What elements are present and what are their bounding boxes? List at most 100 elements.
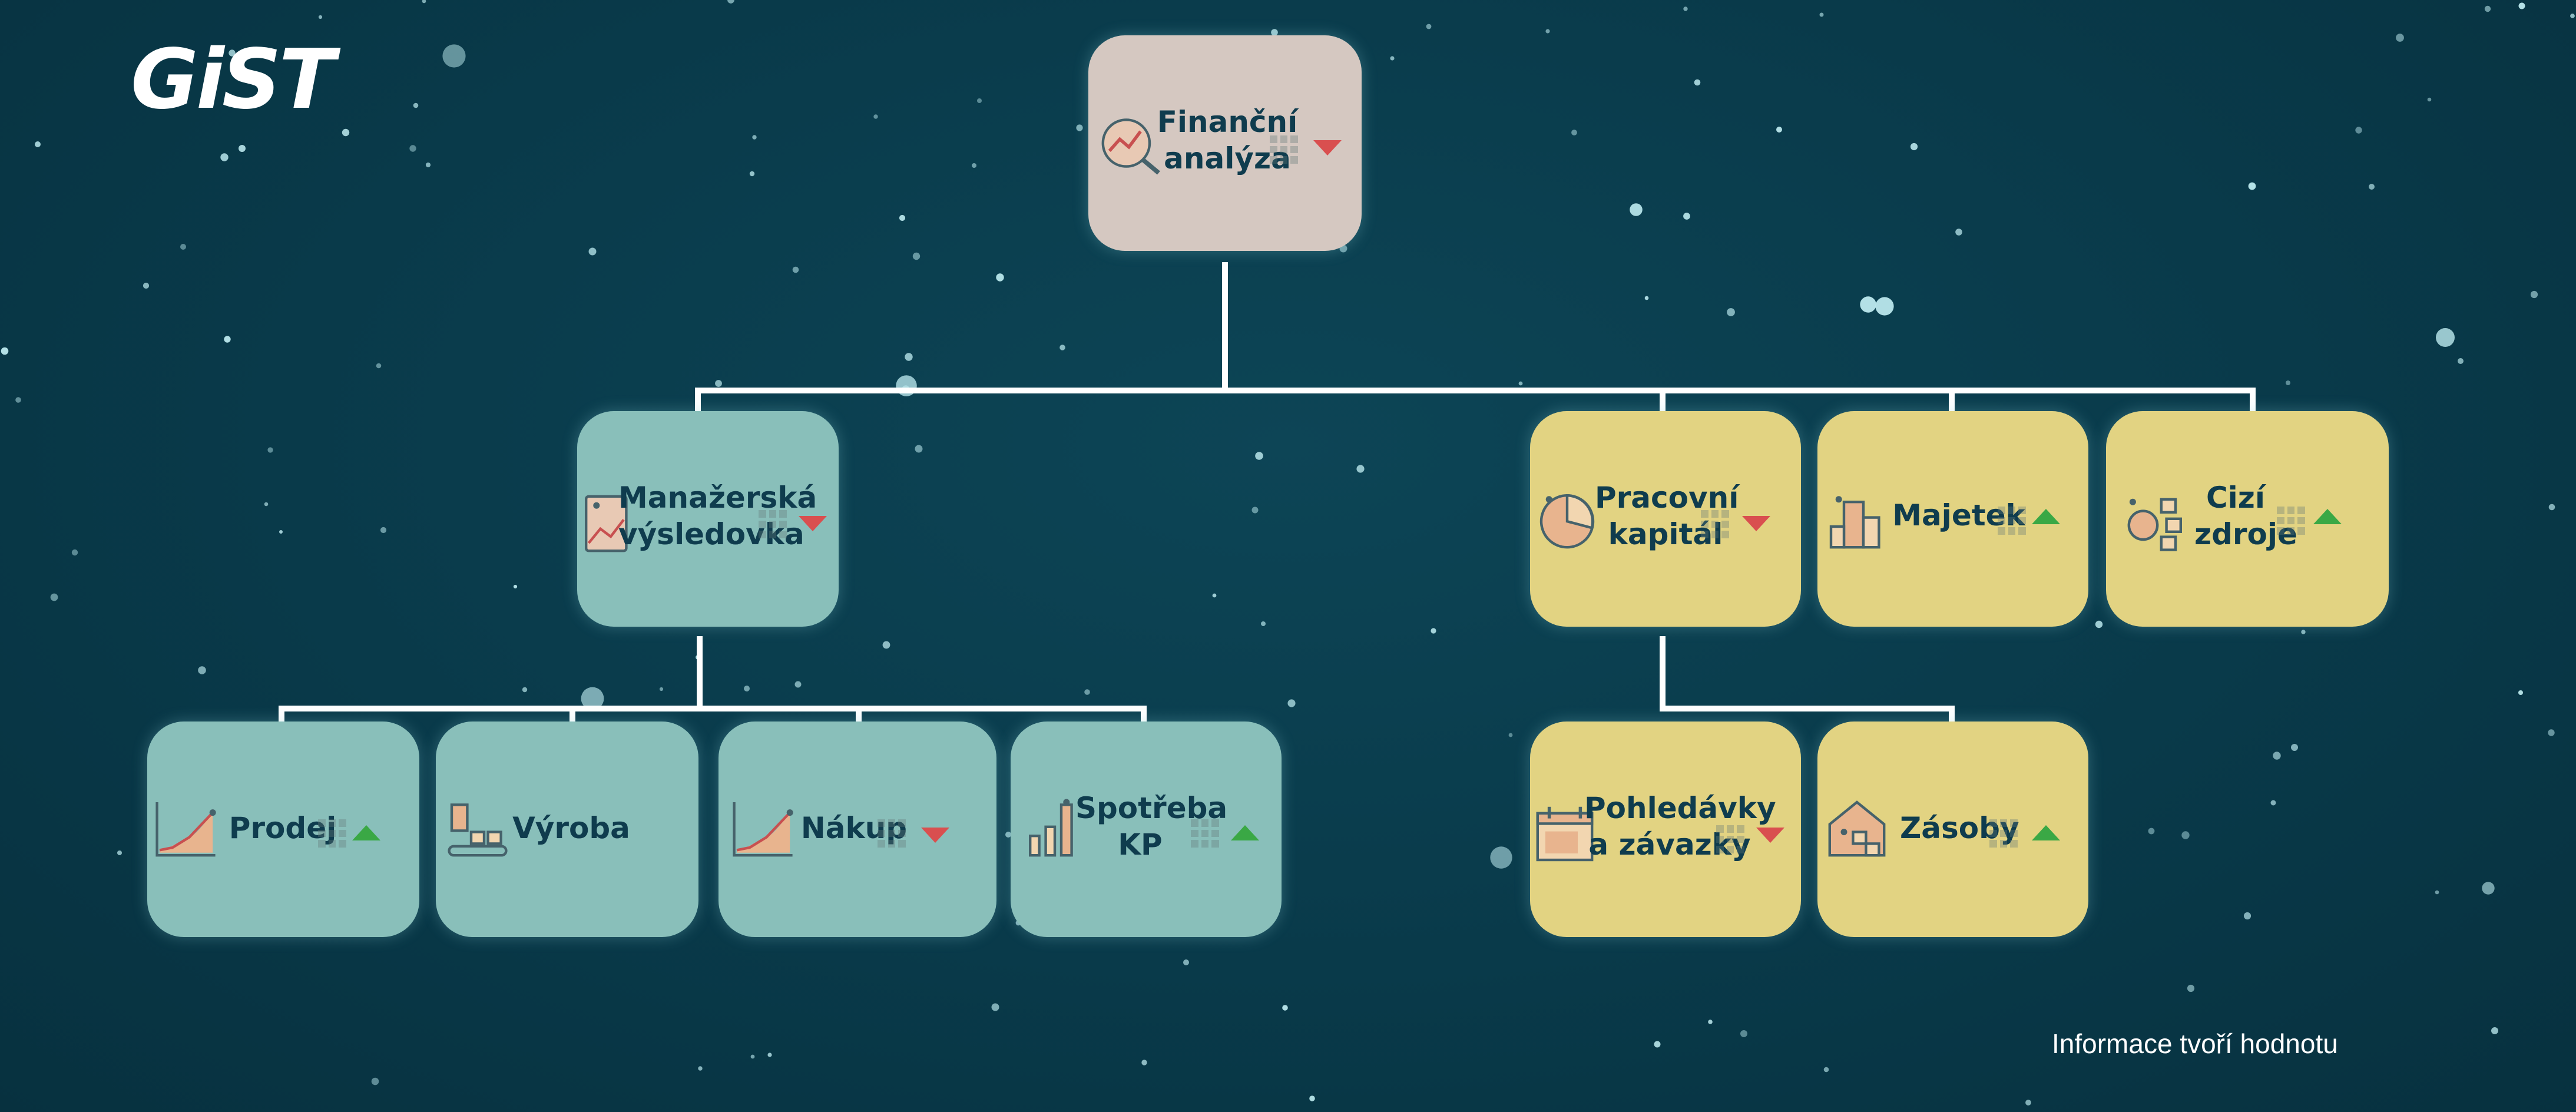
star	[1654, 1041, 1661, 1048]
line-chart-icon	[155, 802, 216, 857]
node-cizi-zdroje[interactable]: Cizí zdroje	[2106, 411, 2389, 627]
node-label-line1: Nákup	[800, 811, 908, 845]
star	[744, 686, 750, 691]
star	[715, 380, 722, 387]
star	[211, 73, 217, 79]
node-pracovni-kapital[interactable]: Pracovní kapitál	[1530, 411, 1801, 627]
star	[1261, 621, 1266, 626]
star	[2458, 358, 2464, 364]
warehouse-icon	[1828, 800, 1886, 857]
star	[239, 145, 246, 152]
star	[2025, 1100, 2031, 1106]
star	[1005, 832, 1011, 838]
node-nakup[interactable]: Nákup	[719, 722, 996, 937]
star	[2243, 912, 2251, 920]
star	[767, 1053, 772, 1057]
star	[991, 1003, 999, 1011]
star	[513, 584, 518, 589]
node-label-line1: Pohledávky	[1584, 791, 1776, 825]
star	[35, 141, 41, 147]
star	[1823, 1067, 1829, 1073]
trend-up-icon	[2313, 509, 2342, 524]
calendar-icon	[1536, 806, 1594, 862]
trend-up-icon	[352, 825, 380, 840]
star	[1545, 29, 1550, 34]
trend-down-icon	[799, 516, 827, 531]
analysis-icon	[1101, 118, 1160, 175]
star	[2484, 5, 2491, 12]
grid-icon	[318, 819, 346, 848]
trend-down-icon	[1313, 140, 1342, 155]
star	[2301, 630, 2306, 634]
star	[1282, 1005, 1288, 1011]
star	[792, 266, 799, 273]
star	[50, 593, 58, 601]
grid-icon	[1701, 510, 1729, 538]
star	[659, 687, 664, 691]
star	[2369, 184, 2375, 190]
star	[1860, 296, 1876, 313]
star	[727, 0, 734, 4]
bar-chart-icon	[1029, 799, 1073, 857]
node-label-line1: Spotřeba	[1075, 791, 1228, 825]
star	[750, 1054, 755, 1059]
node-financni-analyza[interactable]: Finanční analýza	[1088, 35, 1362, 251]
star	[2181, 831, 2190, 839]
node-pohledavky-a-zavazky[interactable]: Pohledávky a závazky	[1530, 722, 1801, 937]
star	[873, 114, 878, 119]
node-vyroba[interactable]: Výroba	[436, 722, 698, 937]
node-label-line1: Výroba	[512, 811, 630, 845]
grid-icon	[1270, 135, 1298, 164]
star	[1644, 296, 1649, 300]
grid-icon	[878, 819, 906, 848]
node-label-line1: Finanční	[1157, 105, 1298, 139]
star	[749, 171, 755, 177]
star	[522, 687, 528, 693]
trend-down-icon	[1756, 828, 1784, 843]
star	[2270, 800, 2276, 806]
star	[1183, 959, 1189, 965]
star	[71, 549, 78, 556]
star	[2548, 729, 2555, 736]
star	[915, 445, 923, 453]
node-spotreba-kp[interactable]: Spotřeba KP	[1011, 722, 1282, 937]
star	[1630, 203, 1643, 216]
star	[1141, 1060, 1147, 1065]
star	[15, 397, 21, 403]
star	[2548, 504, 2555, 511]
grid-icon	[1989, 819, 2018, 848]
star	[180, 244, 186, 250]
star	[1084, 689, 1090, 695]
star	[1508, 733, 1513, 737]
star	[267, 447, 273, 453]
star	[1251, 507, 1259, 514]
star	[220, 153, 229, 161]
star	[1490, 846, 1512, 869]
star	[198, 666, 206, 674]
star	[2355, 127, 2362, 134]
star	[899, 214, 906, 221]
star	[442, 44, 466, 68]
star	[422, 0, 426, 4]
star	[2482, 882, 2495, 895]
star	[752, 135, 757, 140]
node-zasoby[interactable]: Zásoby	[1817, 722, 2088, 937]
star	[1271, 29, 1278, 36]
node-majetek[interactable]: Majetek	[1817, 411, 2088, 627]
node-prodej[interactable]: Prodej	[147, 722, 419, 937]
line-chart-icon	[733, 802, 793, 857]
star	[264, 502, 269, 507]
star	[1683, 6, 1688, 11]
node-label-line1: Manažerská	[618, 481, 817, 515]
trend-down-icon	[1742, 516, 1770, 531]
star	[996, 273, 1004, 282]
star	[581, 687, 604, 710]
pie-chart-icon	[1539, 494, 1595, 549]
node-label-line1: Cizí	[2206, 481, 2266, 515]
grid-icon	[2277, 507, 2305, 535]
star	[1708, 1020, 1713, 1024]
node-manazerska-vysledovka[interactable]: Manažerská výsledovka	[577, 411, 839, 627]
node-label-line1: Majetek	[1892, 498, 2025, 532]
factory-icon	[448, 803, 508, 857]
